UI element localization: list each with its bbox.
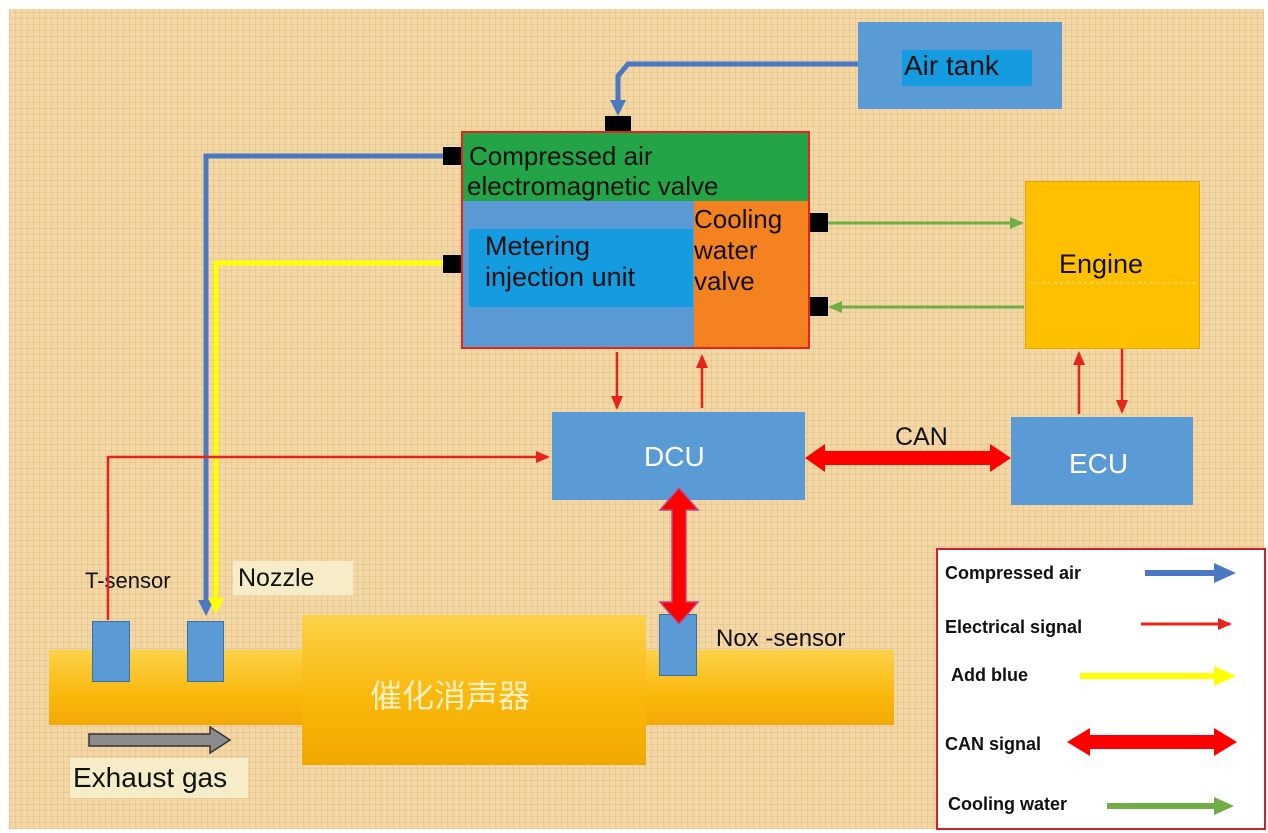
nox-sensor-body <box>659 614 697 676</box>
port-cooling-outlet <box>810 213 828 232</box>
exhaust-gas-arrow <box>88 725 232 755</box>
nozzle-label: Nozzle <box>238 564 315 592</box>
legend-electrical-signal-label: Electrical signal <box>945 617 1083 637</box>
legend-add-blue-label: Add blue <box>951 665 1028 685</box>
metering-to-nozzle-adblue-line <box>208 260 444 614</box>
legend-compressed-air-label: Compressed air <box>945 563 1082 583</box>
compressed-air-valve-label-1: Compressed air <box>469 141 653 171</box>
ecu-box: ECU <box>1011 417 1193 505</box>
catalytic-muffler: 催化消声器 <box>302 615 646 765</box>
t-sensor-label: T-sensor <box>85 568 171 593</box>
cooling-valve-label-1: Cooling <box>694 204 783 234</box>
legend-box <box>936 548 1266 830</box>
nozzle-body <box>187 621 224 682</box>
cooling-water-valve-box <box>694 201 808 347</box>
metering-assembly <box>461 131 810 349</box>
air-tank-to-valve-line <box>610 61 858 116</box>
legend-compressed-air-swatch <box>1145 563 1236 583</box>
legend-can-signal-label: CAN signal <box>945 734 1042 754</box>
t-sensor-body <box>92 621 130 682</box>
legend-add-blue-swatch <box>1080 666 1236 686</box>
muffler-label: 催化消声器 <box>370 677 531 715</box>
port-adblue-outlet <box>443 255 461 273</box>
nozzle-label-bg <box>233 561 353 595</box>
port-air-inlet <box>605 116 631 131</box>
ecu-label: ECU <box>1069 448 1129 479</box>
air-tank-label: Air tank <box>904 50 999 81</box>
nox-sensor-label: Nox -sensor <box>716 625 846 652</box>
compressed-air-valve-box <box>463 133 808 201</box>
dcu-label: DCU <box>644 441 705 472</box>
exhaust-gas-label: Exhaust gas <box>73 762 228 793</box>
air-tank-box: Air tank <box>858 22 1062 109</box>
air-tank-label-bg <box>902 50 1032 86</box>
dcu-box: DCU <box>552 412 805 500</box>
compressed-air-valve-label-2: electromagnetic valve <box>467 171 719 201</box>
port-cooling-inlet <box>810 297 828 316</box>
metering-injection-unit-box <box>469 229 693 307</box>
t-sensor-to-dcu-line <box>106 451 550 620</box>
can-dcu-nox-arrow <box>658 486 700 626</box>
cooling-valve-label-3: valve <box>694 266 755 296</box>
metering-label-1: Metering <box>485 231 591 261</box>
port-air-outlet <box>443 147 461 165</box>
cooling-valve-label-2: water <box>694 235 758 265</box>
exhaust-label-bg <box>70 758 248 798</box>
engine-label: Engine <box>1059 249 1144 279</box>
metering-label-2: injection unit <box>485 262 636 292</box>
engine-box: Engine <box>1025 181 1200 349</box>
legend-can-signal-swatch <box>1067 728 1237 756</box>
legend-cooling-water-label: Cooling water <box>948 794 1068 814</box>
legend-cooling-water-swatch <box>1107 797 1234 815</box>
can-dcu-ecu-arrow <box>805 444 1011 472</box>
can-label: CAN <box>895 423 948 451</box>
